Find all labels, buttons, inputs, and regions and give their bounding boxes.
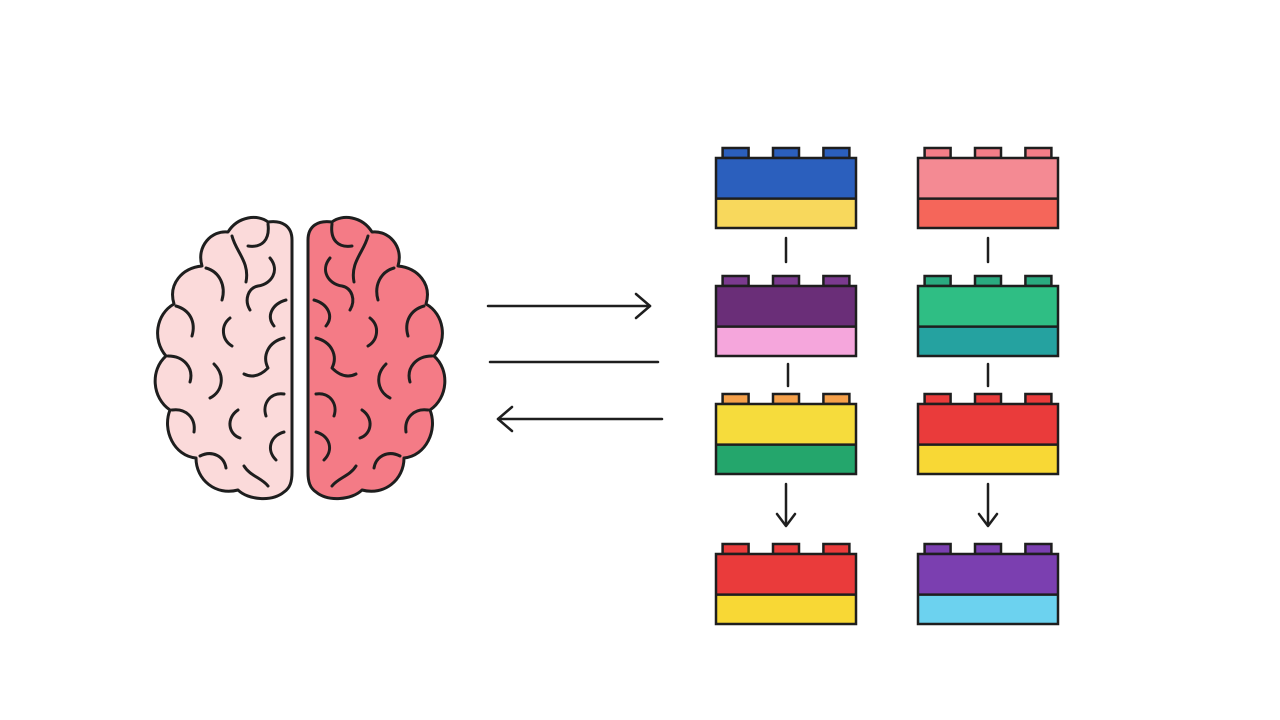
block-stud [771, 392, 801, 406]
arrows [486, 292, 664, 433]
block-bottom [716, 326, 856, 356]
block-stud [1024, 392, 1053, 406]
block-stud [771, 146, 801, 160]
block-top [716, 158, 856, 199]
toy-block [916, 392, 1060, 476]
toy-block [714, 146, 858, 230]
block-top [918, 404, 1058, 445]
arrow-down-icon [775, 482, 797, 528]
blocks-layer [714, 146, 1060, 626]
toy-block [916, 146, 1060, 230]
brain-icon [153, 215, 447, 500]
brain-left-folds [166, 222, 288, 488]
block-top [918, 286, 1058, 327]
block-stud [721, 542, 750, 556]
block-top [716, 286, 856, 327]
block-bottom [716, 594, 856, 624]
block-stud [973, 274, 1003, 288]
block-stud [923, 146, 952, 160]
toy-block [714, 542, 858, 626]
arrow-right-icon [486, 292, 652, 320]
block-stud [1024, 146, 1053, 160]
block-bottom [918, 444, 1058, 474]
block-outline [714, 284, 858, 358]
block-outline [916, 552, 1060, 626]
arrow-down-icon [977, 482, 999, 528]
brain-left-hemisphere [153, 215, 294, 500]
toy-block [714, 392, 858, 476]
block-top [918, 158, 1058, 199]
block-stud [923, 274, 952, 288]
block-top [716, 404, 856, 445]
block-stud [822, 392, 851, 406]
block-stud [721, 146, 750, 160]
block-outline [714, 156, 858, 230]
block-outline [916, 156, 1060, 230]
block-stud [721, 392, 750, 406]
block-stud [923, 392, 952, 406]
block-stud [973, 146, 1003, 160]
block-stud [1024, 542, 1053, 556]
block-stud [973, 392, 1003, 406]
block-stud [822, 274, 851, 288]
toy-block [916, 542, 1060, 626]
arrow-left-icon [496, 405, 664, 433]
block-outline [916, 284, 1060, 358]
block-stud [923, 542, 952, 556]
toy-block [714, 274, 858, 358]
block-bottom [716, 444, 856, 474]
block-stud [721, 274, 750, 288]
block-outline [916, 402, 1060, 476]
block-connectors [775, 236, 999, 528]
toy-block [916, 274, 1060, 358]
block-stud [973, 542, 1003, 556]
block-outline [714, 402, 858, 476]
brain-right-hemisphere [306, 215, 447, 500]
block-top [918, 554, 1058, 595]
brain-right-folds [312, 222, 434, 488]
block-bottom [918, 198, 1058, 228]
block-stud [1024, 274, 1053, 288]
block-stud [771, 274, 801, 288]
block-stud [822, 146, 851, 160]
block-bottom [918, 594, 1058, 624]
block-top [716, 554, 856, 595]
block-stud [822, 542, 851, 556]
block-stud [771, 542, 801, 556]
block-outline [714, 552, 858, 626]
block-bottom [918, 326, 1058, 356]
block-bottom [716, 198, 856, 228]
